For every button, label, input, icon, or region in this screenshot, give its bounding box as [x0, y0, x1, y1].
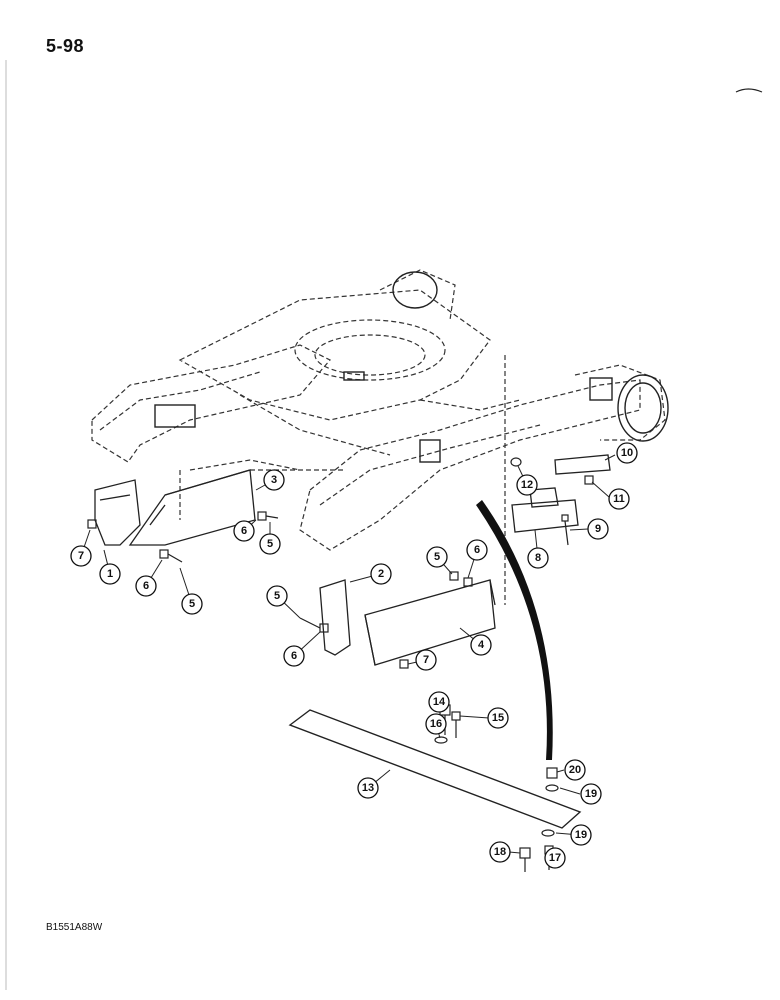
callout-20: 20: [569, 764, 581, 776]
leader-lines: [80, 454, 616, 859]
callout-3: 3: [271, 474, 277, 486]
undercarriage-frame: [91, 269, 666, 605]
callout-5a: 5: [267, 538, 273, 550]
callout-18: 18: [494, 846, 506, 858]
callout-19a: 19: [585, 788, 597, 800]
fasteners: [87, 457, 594, 872]
callout-8: 8: [535, 552, 541, 564]
callout-labels: 1 2 3 4 5 5 5 5 6 6 6 6 7 7 8 9 10 11 12…: [78, 447, 633, 864]
direction-arrow: [476, 500, 553, 760]
callout-6a: 6: [241, 525, 247, 537]
callout-17: 17: [549, 852, 561, 864]
bottom-plate: [288, 709, 582, 829]
callout-16: 16: [430, 718, 442, 730]
callout-11: 11: [613, 493, 625, 505]
callout-15: 15: [492, 712, 504, 724]
callouts: [70, 442, 638, 869]
callout-14: 14: [433, 696, 446, 708]
middle-guard-assembly: [319, 579, 496, 666]
callout-10: 10: [621, 447, 633, 459]
callout-13: 13: [362, 782, 374, 794]
figure-code: B1551A88W: [46, 922, 103, 933]
callout-2: 2: [378, 568, 384, 580]
callout-9: 9: [595, 523, 601, 535]
callout-5d: 5: [434, 551, 440, 563]
callout-7a: 7: [78, 550, 84, 562]
callout-6d: 6: [474, 544, 480, 556]
page-number: 5-98: [46, 36, 85, 56]
callout-5c: 5: [274, 590, 280, 602]
left-guard-assembly: [94, 469, 256, 546]
callout-12: 12: [521, 479, 533, 491]
callout-6b: 6: [143, 580, 149, 592]
callout-1: 1: [107, 568, 113, 580]
callout-4: 4: [478, 639, 485, 651]
callout-5b: 5: [189, 598, 195, 610]
track-guide-parts: [511, 454, 611, 533]
callout-19b: 19: [575, 829, 587, 841]
callout-6c: 6: [291, 650, 297, 662]
callout-7b: 7: [423, 654, 429, 666]
